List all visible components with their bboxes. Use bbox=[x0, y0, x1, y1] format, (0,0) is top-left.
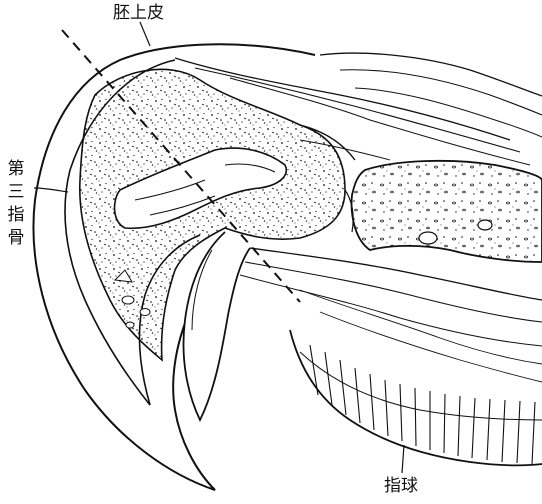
sole-horn bbox=[183, 232, 250, 420]
second-phalanx-bone bbox=[352, 161, 542, 262]
leader-left bbox=[34, 188, 68, 192]
label-third-phalanx: 第 三 指 骨 bbox=[6, 158, 26, 250]
leader-bottom bbox=[402, 445, 404, 473]
leader-top bbox=[140, 22, 150, 46]
label-embryonic-epithelium: 胚上皮 bbox=[113, 5, 164, 22]
label-digital-pad: 指球 bbox=[384, 478, 418, 495]
